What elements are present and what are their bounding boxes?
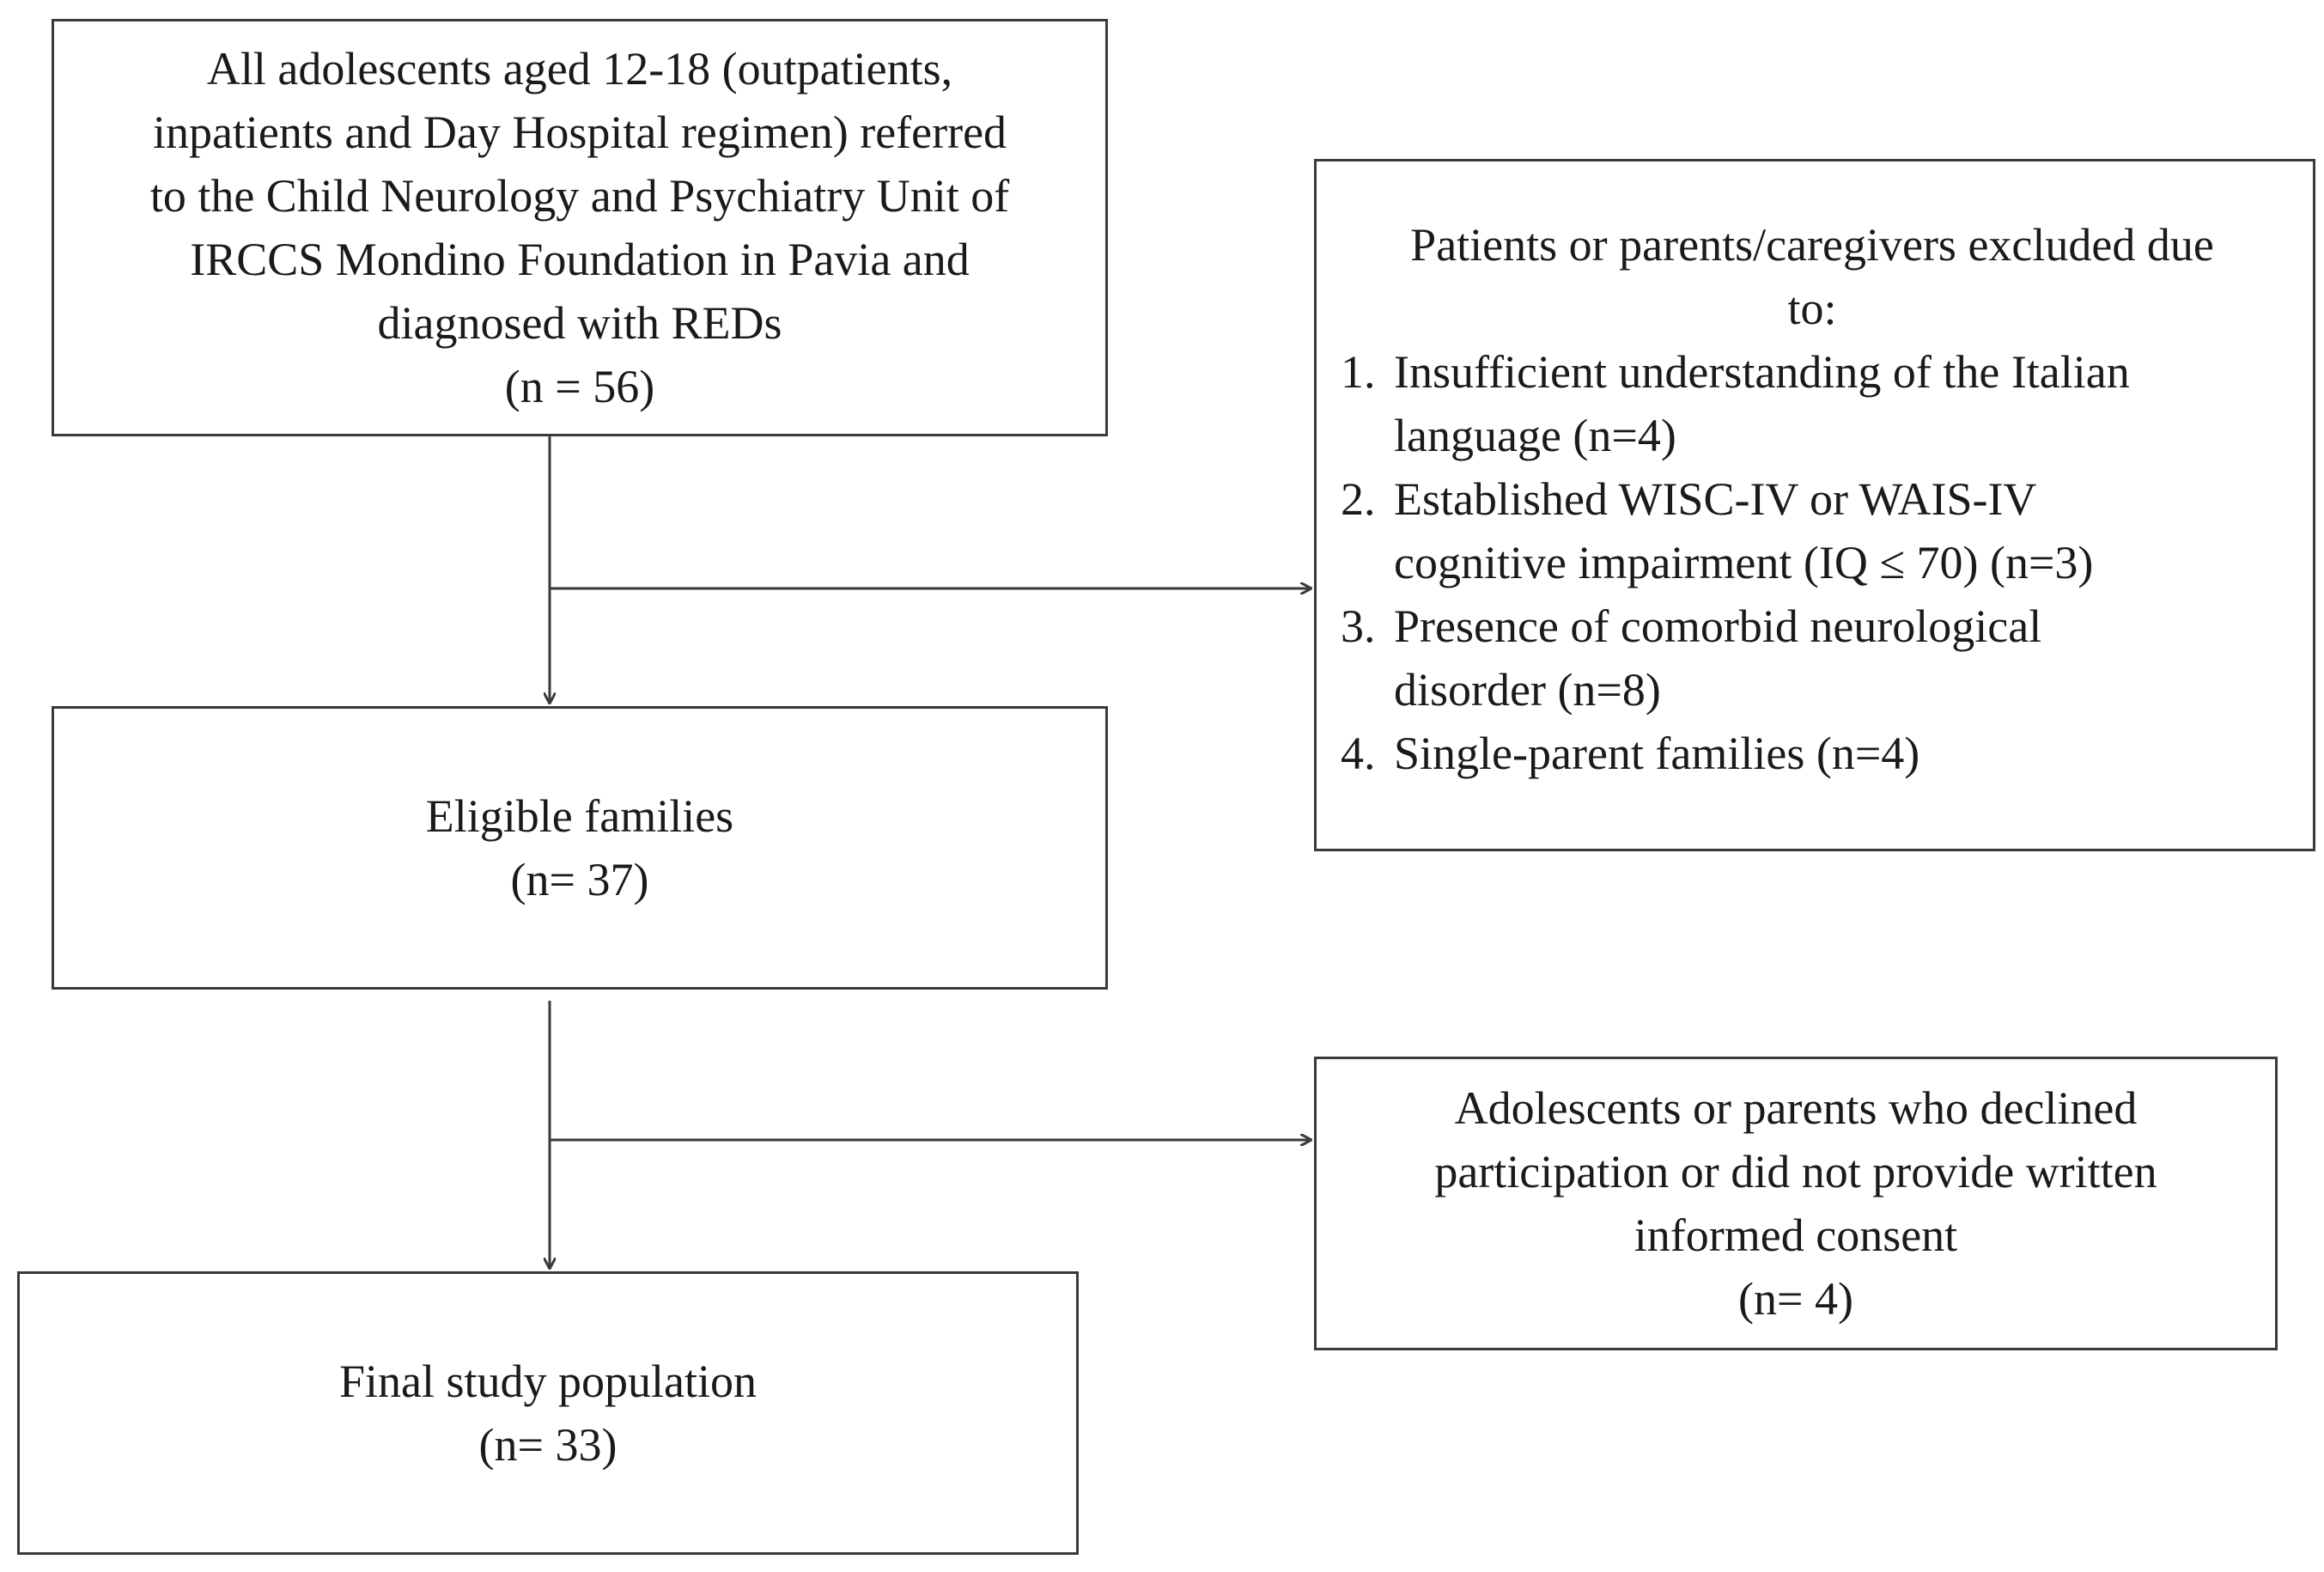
exclusion-item-text: Established WISC-IV or WAIS-IV	[1394, 473, 2037, 525]
exclusion-item-number: 4.	[1341, 728, 1376, 779]
exclusion-heading-line: to:	[1787, 283, 1837, 334]
eligible-families-box: Eligible families (n= 37)	[52, 706, 1108, 990]
declined-count: (n= 4)	[1738, 1273, 1853, 1325]
source-line: All adolescents aged 12-18 (outpatients,	[206, 43, 953, 94]
exclusion-criteria-box: Patients or parents/caregivers excluded …	[1314, 159, 2315, 851]
source-line: to the Child Neurology and Psychiatry Un…	[149, 170, 1010, 222]
source-count: (n = 56)	[504, 361, 655, 412]
declined-line: participation or did not provide written	[1434, 1146, 2157, 1197]
source-line: inpatients and Day Hospital regimen) ref…	[152, 107, 1007, 158]
exclusion-item: 1. Insufficient understanding of the Ita…	[1341, 340, 2284, 467]
exclusion-heading: Patients or parents/caregivers excluded …	[1341, 213, 2284, 340]
exclusion-item: 3. Presence of comorbid neurological dis…	[1341, 594, 2284, 722]
exclusion-item: 2. Established WISC-IV or WAIS-IV cognit…	[1341, 467, 2284, 594]
exclusion-list: 1. Insufficient understanding of the Ita…	[1341, 340, 2284, 785]
declined-line: Adolescents or parents who declined	[1454, 1082, 2138, 1134]
exclusion-item-text: Presence of comorbid neurological	[1394, 600, 2042, 652]
exclusion-heading-line: Patients or parents/caregivers excluded …	[1410, 219, 2214, 271]
source-line: diagnosed with REDs	[377, 297, 782, 349]
exclusion-item-text: language (n=4)	[1394, 410, 1676, 461]
exclusion-item-number: 2.	[1341, 473, 1376, 525]
final-title: Final study population	[339, 1356, 757, 1407]
exclusion-item-text: Insufficient understanding of the Italia…	[1394, 346, 2130, 398]
source-population-box: All adolescents aged 12-18 (outpatients,…	[52, 19, 1108, 436]
eligible-count: (n= 37)	[510, 854, 649, 905]
exclusion-item-number: 3.	[1341, 600, 1376, 652]
final-population-box: Final study population (n= 33)	[17, 1271, 1079, 1555]
eligible-title: Eligible families	[425, 790, 734, 842]
declined-participation-box: Adolescents or parents who declined part…	[1314, 1057, 2278, 1350]
declined-line: informed consent	[1633, 1209, 1958, 1261]
exclusion-item-text: Single-parent families (n=4)	[1394, 728, 1920, 779]
source-line: IRCCS Mondino Foundation in Pavia and	[190, 234, 970, 285]
final-count: (n= 33)	[478, 1419, 618, 1471]
exclusion-item-text: disorder (n=8)	[1394, 664, 1661, 716]
exclusion-item-text: cognitive impairment (IQ ≤ 70) (n=3)	[1394, 537, 2094, 588]
exclusion-item-number: 1.	[1341, 346, 1376, 398]
exclusion-item: 4. Single-parent families (n=4)	[1341, 722, 2284, 785]
